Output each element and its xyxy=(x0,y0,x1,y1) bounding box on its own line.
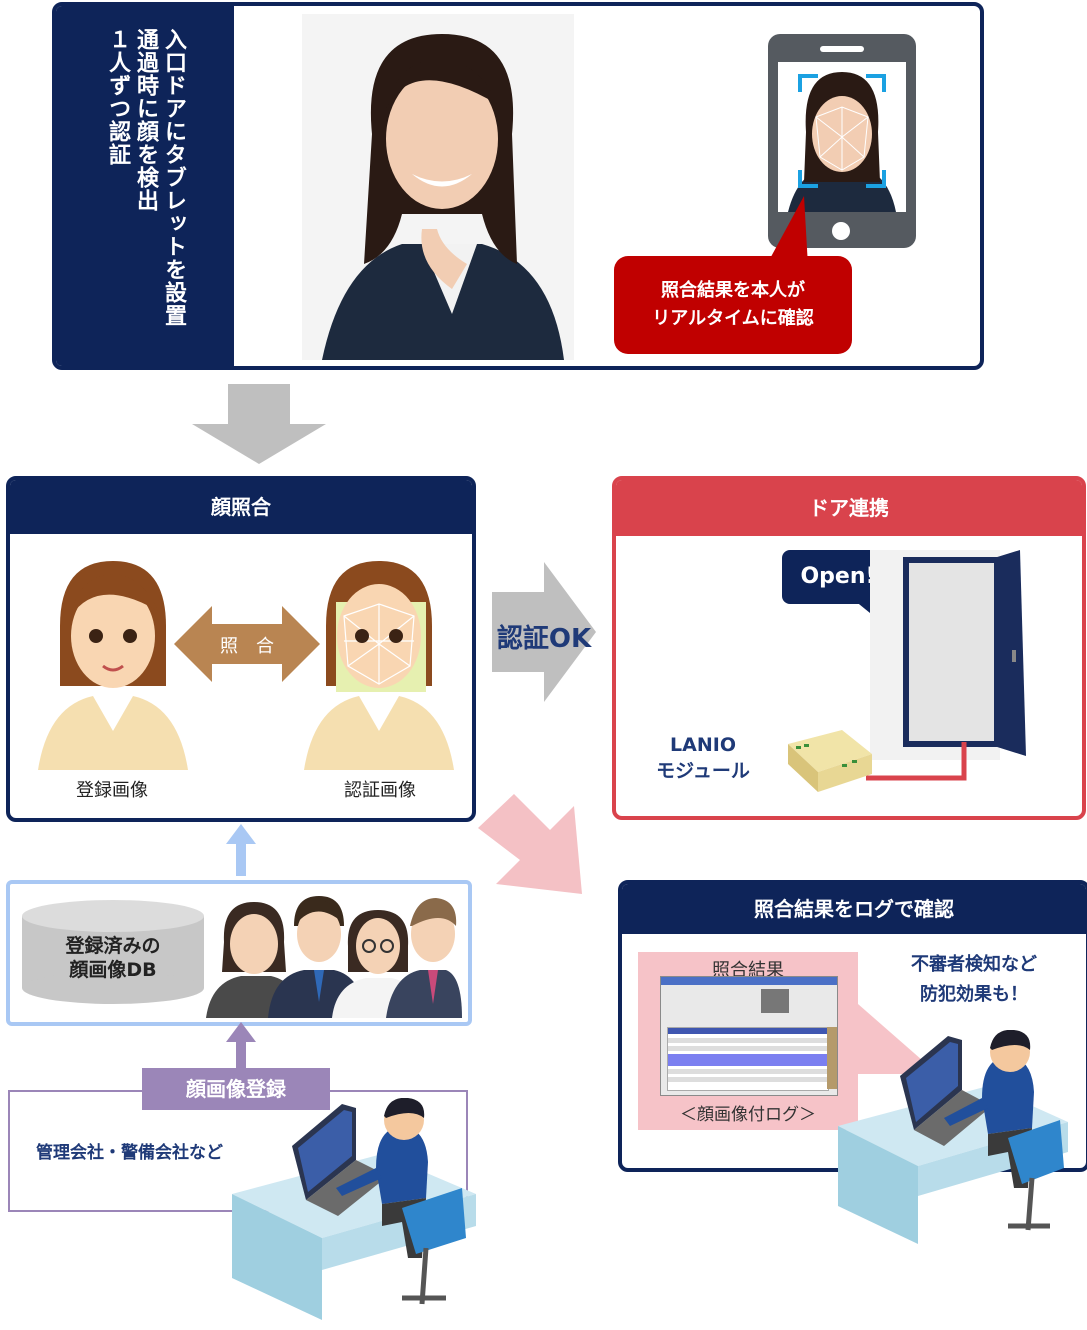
benefit-line-2: 防犯効果も！ xyxy=(884,980,1064,1010)
vertical-line-2: 通過時に顔を検出 xyxy=(132,28,158,348)
bubble-tail xyxy=(746,186,816,266)
auth-image-caption: 認証画像 xyxy=(322,776,438,802)
registered-image-caption: 登録画像 xyxy=(54,776,170,802)
bubble-line-1: 照合結果を本人が xyxy=(614,277,852,305)
log-title: 照合結果をログで確認 xyxy=(622,884,1086,934)
door-panel: ドア連携 Open! LANIO モジュール xyxy=(612,476,1086,820)
vertical-line-3: １人ずつ認証 xyxy=(104,28,130,348)
lanio-line-2: モジュール xyxy=(638,758,768,784)
auth-ok-label: 認証OK xyxy=(484,618,604,655)
log-app-table xyxy=(667,1027,829,1091)
light-blue-up-arrow-icon xyxy=(226,824,256,876)
log-screen-capture: 照合結果 ＜顔画像付ログ＞ xyxy=(638,952,858,1130)
door-title: ドア連携 xyxy=(616,480,1082,536)
db-label: 登録済みの 顔画像DB xyxy=(22,934,204,982)
down-arrow-icon xyxy=(192,384,326,464)
lanio-module-device xyxy=(782,724,874,800)
registered-face-illustration xyxy=(38,556,188,774)
top-panel: 入口ドアにタブレットを設置 通過時に顔を検出 １人ずつ認証 xyxy=(52,2,984,370)
log-app-thumbnails xyxy=(827,1027,837,1089)
realtime-confirm-bubble: 照合結果を本人が リアルタイムに確認 xyxy=(614,256,852,354)
db-line-2: 顔画像DB xyxy=(22,958,204,982)
db-panel: 登録済みの 顔画像DB xyxy=(6,880,472,1026)
lanio-line-1: LANIO xyxy=(638,732,768,758)
benefit-line-1: 不審者検知など xyxy=(884,950,1064,980)
security-office-worker-illustration xyxy=(838,1030,1068,1256)
registered-people-illustration xyxy=(206,892,462,1022)
vertical-line-1: 入口ドアにタブレットを設置 xyxy=(160,28,186,348)
log-app-preview xyxy=(761,989,789,1013)
admin-office-worker-illustration xyxy=(226,1098,476,1330)
woman-photo xyxy=(302,14,574,360)
bubble-line-2: リアルタイムに確認 xyxy=(614,305,852,333)
face-match-title: 顔照合 xyxy=(10,480,472,534)
lanio-module-label: LANIO モジュール xyxy=(638,732,768,784)
auth-face-illustration xyxy=(304,556,454,774)
top-panel-vertical-text: 入口ドアにタブレットを設置 通過時に顔を検出 １人ずつ認証 xyxy=(104,28,186,348)
benefit-text: 不審者検知など 防犯効果も！ xyxy=(884,950,1064,1010)
door-illustration xyxy=(870,550,1030,764)
tablet-speaker xyxy=(820,46,864,52)
pink-diagonal-arrow-icon xyxy=(478,790,588,896)
log-screen-caption: ＜顔画像付ログ＞ xyxy=(638,1100,858,1125)
face-match-panel: 顔照合 登録画像 照 合 認証画 xyxy=(6,476,476,822)
log-app-window xyxy=(660,976,838,1096)
purple-up-arrow-icon xyxy=(226,1022,256,1074)
tablet-home-button xyxy=(832,222,850,240)
db-line-1: 登録済みの xyxy=(22,934,204,958)
door-cable xyxy=(856,738,976,788)
registration-who: 管理会社・警備会社など xyxy=(36,1138,223,1163)
log-app-titlebar xyxy=(661,977,837,985)
match-arrow-label: 照 合 xyxy=(204,632,290,658)
